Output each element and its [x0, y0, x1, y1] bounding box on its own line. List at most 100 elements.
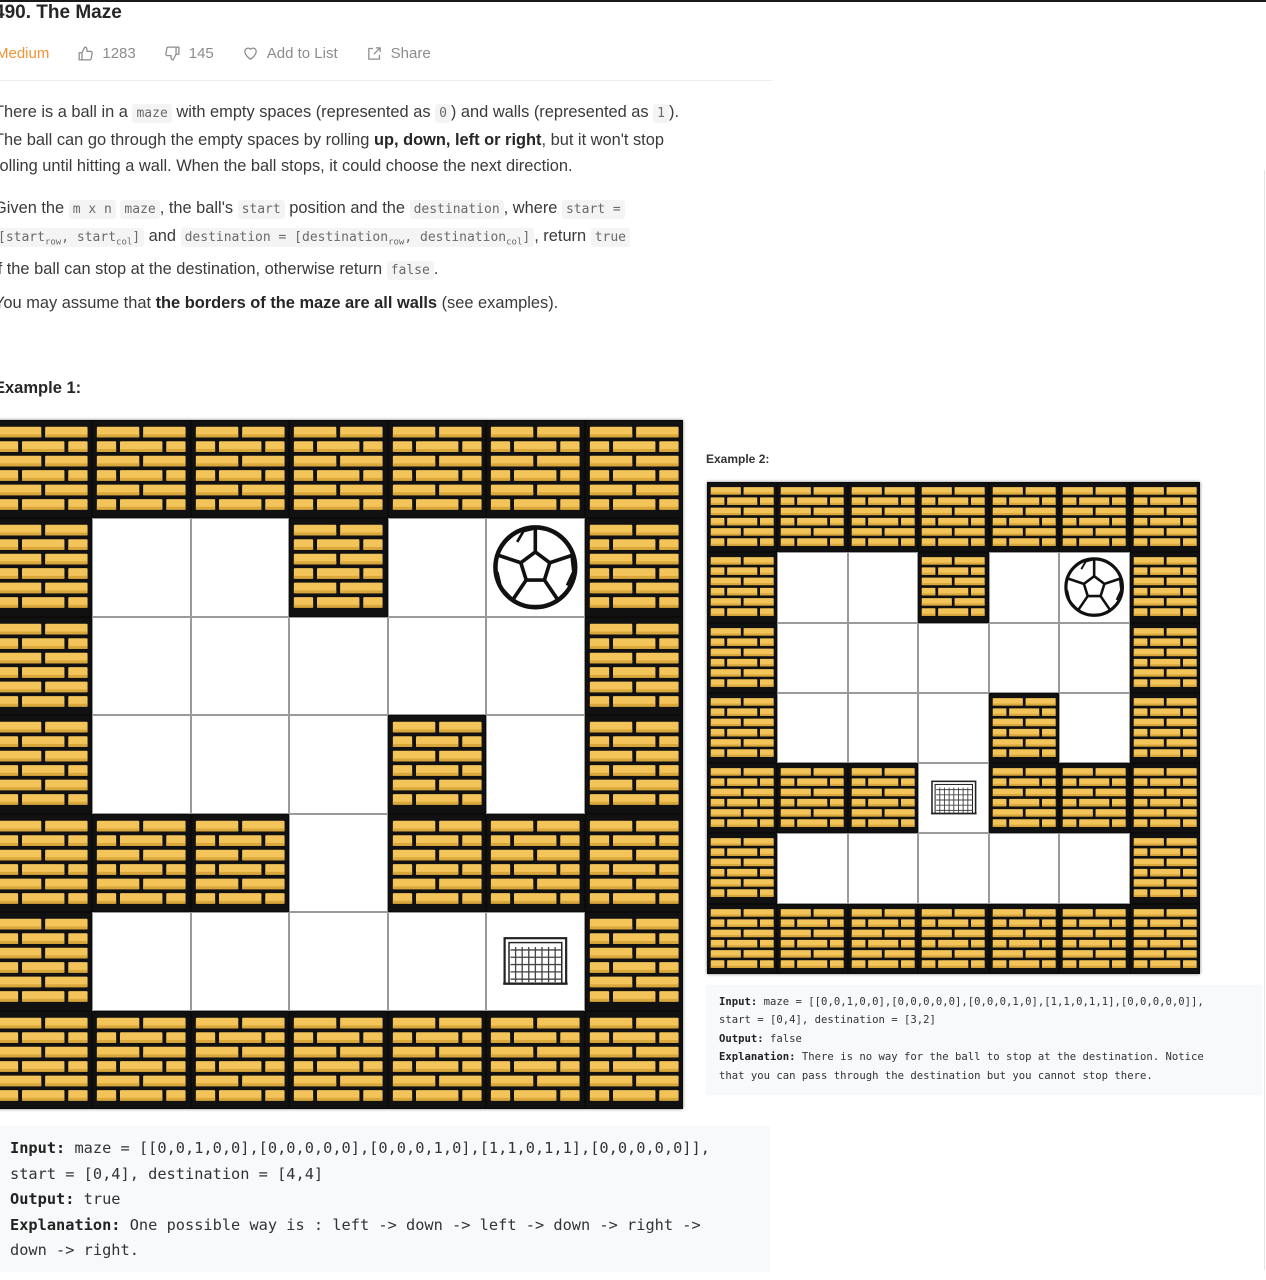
maze-1-border-wall-cell: [584, 912, 683, 1011]
maze-2-border-wall-cell: [707, 763, 778, 834]
maze-2-empty-cell: [988, 833, 1060, 904]
input-label: Input:: [10, 1139, 66, 1157]
maze-2-border-wall-cell: [1059, 903, 1130, 974]
maze-2-border-wall-cell: [1129, 692, 1200, 764]
maze-2-border-wall-cell: [707, 903, 778, 974]
maze-1-empty-cell: [190, 912, 290, 1011]
maze-1-border-wall-cell: [289, 1010, 388, 1109]
maze-1-empty-cell: [92, 912, 191, 1011]
maze-2-border-wall-cell: [847, 903, 919, 974]
maze-1-border-wall-cell: [584, 420, 683, 519]
like-button[interactable]: 1283: [77, 45, 136, 62]
code-part: ]: [522, 230, 531, 245]
code-part: , destination: [404, 230, 507, 245]
maze-1-border-wall-cell: [584, 518, 683, 617]
maze-2-border-wall-cell: [988, 903, 1060, 974]
maze-2-border-wall-cell: [1059, 482, 1130, 553]
text: ).: [669, 103, 680, 121]
maze-1-empty-cell: [289, 912, 388, 1011]
soccer-ball-icon: [490, 522, 581, 613]
maze-2-empty-cell: [988, 552, 1060, 623]
maze-2-empty-cell: [777, 552, 848, 623]
maze-2-wall-cell: [988, 692, 1060, 764]
text: You may assume that: [0, 294, 156, 312]
maze-2-empty-cell: [777, 833, 848, 904]
maze-1-wall-cell: [387, 715, 487, 814]
maze-2-border-wall-cell: [1129, 763, 1200, 834]
panel-divider: [1264, 170, 1265, 1270]
maze-2-empty-cell: [1059, 692, 1130, 764]
maze-2-border-wall-cell: [918, 903, 989, 974]
maze-1-empty-cell: [92, 518, 191, 617]
maze-1-border-wall-cell: [0, 420, 93, 519]
maze-1-border-wall-cell: [486, 1010, 585, 1109]
maze-2-wall-cell: [777, 763, 848, 834]
inline-code: 1: [653, 104, 669, 123]
maze-2-border-wall-cell: [707, 622, 778, 693]
difficulty-badge: Medium: [0, 44, 50, 62]
maze-1-border-wall-cell: [190, 1010, 290, 1109]
text: (see examples).: [437, 294, 559, 312]
maze-2-border-wall-cell: [1129, 833, 1200, 904]
maze-1-wall-cell: [289, 518, 388, 617]
inline-code: destination: [409, 200, 504, 219]
maze-2-border-wall-cell: [988, 482, 1060, 553]
header-divider: [0, 80, 772, 81]
maze-1-border-wall-cell: [92, 1010, 191, 1109]
input-maze-text: maze = [[0,0,1,0,0],[0,0,0,0,0],[0,0,0,1…: [65, 1139, 710, 1157]
explanation-text: One possible way is : left -> down -> le…: [120, 1215, 701, 1234]
maze-2-empty-cell: [847, 833, 919, 904]
maze-2-border-wall-cell: [707, 833, 778, 904]
subscript: row: [44, 237, 62, 248]
description-paragraph-1: There is a ball in a maze with empty spa…: [0, 99, 679, 179]
maze-1-empty-cell: [387, 912, 487, 1011]
maze-2-empty-cell: [847, 692, 919, 764]
maze-2-empty-cell: [777, 692, 848, 764]
subscript: col: [506, 237, 523, 248]
maze-1-empty-cell: [486, 715, 585, 814]
inline-code: 0: [435, 104, 451, 123]
subscript: row: [388, 237, 405, 248]
text: , where: [503, 199, 562, 217]
share-button[interactable]: Share: [366, 45, 431, 62]
maze-2-wall-cell: [847, 763, 919, 834]
maze-2-empty-cell: [847, 552, 919, 623]
output-value: true: [74, 1190, 121, 1208]
inline-code: [startrow, startcol]: [0, 228, 145, 248]
maze-1-wall-cell: [486, 813, 585, 913]
code-part: destination = [destination: [184, 230, 389, 245]
maze-1-border-wall-cell: [387, 1010, 487, 1109]
maze-2-border-wall-cell: [777, 482, 848, 553]
explanation-label: Explanation:: [719, 1051, 796, 1064]
thumbs-down-icon: [164, 45, 180, 61]
maze-2-empty-cell: [1059, 552, 1130, 623]
explanation-text: There is no way for the ball to stop at …: [795, 1051, 1204, 1064]
code-part: ]: [132, 230, 141, 245]
add-to-list-button[interactable]: Add to List: [242, 45, 338, 62]
maze-1-empty-cell: [190, 518, 290, 617]
explanation-label: Explanation:: [10, 1215, 121, 1234]
dislike-count: 145: [188, 44, 214, 62]
goal-net-icon: [492, 925, 579, 998]
inline-code: true: [590, 228, 630, 247]
maze-1-border-wall-cell: [0, 518, 93, 617]
bold-text: the borders of the maze are all walls: [155, 294, 438, 312]
input-start-destination-text: start = [0,4], destination = [3,2]: [719, 1014, 936, 1027]
text: ) and walls (represented as: [450, 103, 654, 121]
maze-1-border-wall-cell: [584, 813, 683, 913]
text: .: [433, 259, 439, 278]
description-paragraph-3: You may assume that the borders of the m…: [0, 290, 558, 316]
soccer-ball-icon: [1062, 555, 1126, 619]
example-2-maze: [707, 482, 1200, 974]
explanation-text: down -> right.: [10, 1241, 139, 1259]
maze-2-border-wall-cell: [1129, 622, 1200, 693]
explanation-text: that you can pass through the destinatio…: [719, 1069, 1153, 1082]
dislike-button[interactable]: 145: [164, 45, 214, 62]
maze-2-empty-cell: [918, 833, 989, 904]
input-label: Input:: [719, 996, 758, 1008]
example-1-heading: Example 1:: [0, 379, 82, 397]
maze-2-empty-cell: [847, 622, 919, 693]
bold-text: up, down, left or right: [373, 131, 542, 149]
inline-code: maze: [120, 200, 160, 219]
example-1-maze: [0, 420, 683, 1109]
